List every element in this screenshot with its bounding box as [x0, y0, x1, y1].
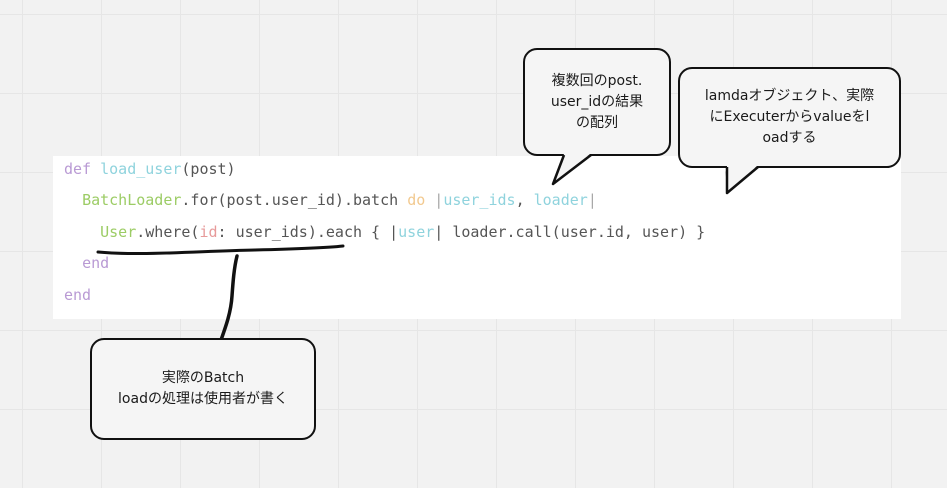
- code-token: end: [82, 254, 110, 272]
- code-token: user_ids: [443, 191, 516, 209]
- code-token: |: [425, 191, 444, 209]
- connector-stroke: [219, 254, 239, 342]
- callout-loader: lamdaオブジェクト、実際 にExecuterからvalueをl oadする: [678, 67, 901, 168]
- code-token: user: [398, 223, 435, 241]
- code-line-2: BatchLoader.for(post.user_id).batch do |…: [64, 191, 597, 209]
- underline-stroke: [96, 244, 345, 256]
- callout-batch: 実際のBatch loadの処理は使用者が書く: [90, 338, 316, 440]
- code-line-3: User.where(id: user_ids).each { |user| l…: [64, 223, 705, 241]
- code-token: (post): [181, 160, 236, 178]
- code-token: User: [100, 223, 137, 241]
- code-block: def load_user(post) BatchLoader.for(post…: [53, 156, 901, 319]
- code-token: BatchLoader: [82, 191, 182, 209]
- callout-user-ids: 複数回のpost. user_idの結果 の配列: [523, 48, 671, 156]
- code-token: | loader.call(user.id, user) }: [434, 223, 706, 241]
- code-token: id: [199, 223, 218, 241]
- code-token: |: [587, 191, 597, 209]
- code-token: load_user: [100, 160, 182, 178]
- code-line-1: def load_user(post): [64, 160, 236, 178]
- code-line-4: end: [64, 254, 109, 272]
- code-token: loader: [533, 191, 588, 209]
- code-token: do: [407, 191, 426, 209]
- code-token: : user_ids).each { |: [217, 223, 399, 241]
- code-token: .where(: [136, 223, 200, 241]
- callout-user-ids-text: 複数回のpost. user_idの結果 の配列: [550, 72, 644, 131]
- code-token: ,: [515, 191, 534, 209]
- code-token: def: [64, 160, 101, 178]
- code-token: .for(post.user_id).batch: [181, 191, 408, 209]
- code-line-5: end: [64, 286, 91, 304]
- code-token: end: [64, 286, 92, 304]
- callout-batch-text: 実際のBatch loadの処理は使用者が書く: [118, 370, 288, 407]
- callout-loader-text: lamdaオブジェクト、実際 にExecuterからvalueをl oadする: [704, 88, 875, 146]
